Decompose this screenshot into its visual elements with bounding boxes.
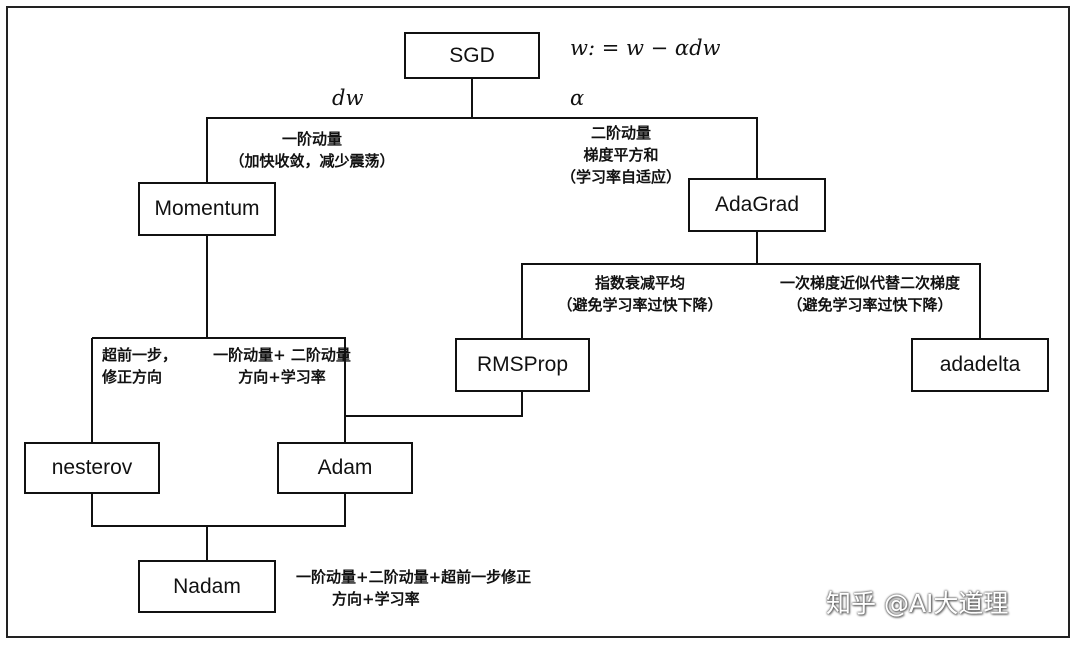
annotation-nesterov-line1: 超前一步， xyxy=(102,346,178,364)
annotation-adadelta: 一次梯度近似代替二次梯度 （避免学习率过快下降） xyxy=(760,272,980,316)
connector-group-box xyxy=(92,337,346,442)
annotation-adam-line1: 一阶动量+ 二阶动量 xyxy=(213,346,351,364)
annotation-momentum-line1: 一阶动量 xyxy=(281,130,342,148)
node-sgd: SGD xyxy=(404,32,540,79)
annotation-rmsprop-line1: 指数衰减平均 xyxy=(594,274,685,292)
connector-adagrad-rmsprop xyxy=(521,263,757,338)
diagram-frame xyxy=(6,6,1070,638)
node-nesterov: nesterov xyxy=(24,442,160,494)
annotation-nesterov: 超前一步， 修正方向 xyxy=(102,344,177,388)
annotation-adagrad-line2: 梯度平方和 xyxy=(583,146,659,164)
annotation-nesterov-line2: 修正方向 xyxy=(102,368,163,386)
connector-sgd-adagrad xyxy=(472,117,758,178)
branch-symbol-alpha: α xyxy=(570,86,585,110)
annotation-adagrad-line1: 二阶动量 xyxy=(590,124,651,142)
annotation-nadam: 一阶动量+二阶动量+超前一步修正 方向+学习率 xyxy=(296,566,531,610)
annotation-momentum: 一阶动量 （加快收敛，减少震荡） xyxy=(212,128,412,172)
node-nadam: Nadam xyxy=(138,560,276,613)
annotation-rmsprop: 指数衰减平均 （避免学习率过快下降） xyxy=(540,272,740,316)
node-adam: Adam xyxy=(277,442,413,494)
annotation-adagrad: 二阶动量 梯度平方和 （学习率自适应） xyxy=(548,122,694,188)
annotation-rmsprop-line2: （避免学习率过快下降） xyxy=(557,296,723,314)
annotation-adadelta-line1: 一次梯度近似代替二次梯度 xyxy=(779,274,960,292)
annotation-adam: 一阶动量+ 二阶动量 方向+学习率 xyxy=(200,344,364,388)
node-momentum: Momentum xyxy=(138,182,276,236)
annotation-momentum-line2: （加快收敛，减少震荡） xyxy=(229,152,395,170)
annotation-adam-line2: 方向+学习率 xyxy=(238,368,326,386)
branch-symbol-dw: dw xyxy=(332,86,364,110)
connector-nesterov-down xyxy=(91,494,346,527)
annotation-adagrad-line3: （学习率自适应） xyxy=(560,168,681,186)
watermark: 知乎 @AI大道理 xyxy=(826,589,1009,618)
connector-rmsprop-adam xyxy=(345,392,523,417)
connector-sgd-momentum xyxy=(206,117,472,182)
annotation-nadam-line2: 方向+学习率 xyxy=(332,590,420,608)
node-adagrad: AdaGrad xyxy=(688,178,826,232)
node-adadelta: adadelta xyxy=(911,338,1049,392)
update-formula: w: = w − αdw xyxy=(570,36,721,60)
node-rmsprop: RMSProp xyxy=(455,338,590,392)
annotation-nadam-line1: 一阶动量+二阶动量+超前一步修正 xyxy=(296,568,532,586)
annotation-adadelta-line2: （避免学习率过快下降） xyxy=(787,296,953,314)
connector-adagrad-adadelta xyxy=(757,263,981,338)
